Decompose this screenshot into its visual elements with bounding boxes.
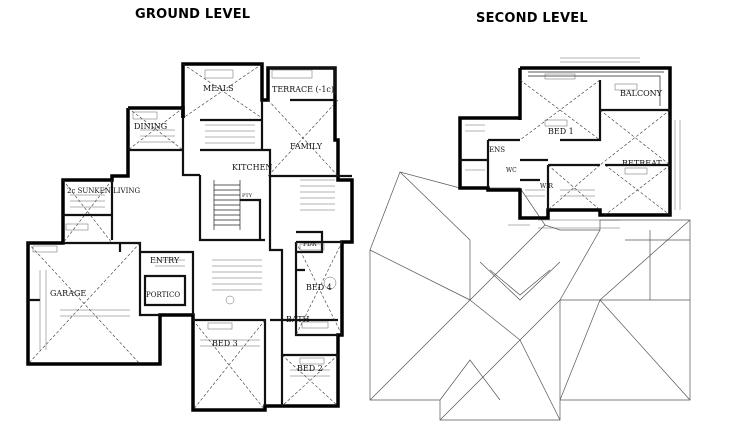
roof-outline: [369, 171, 691, 421]
room-label-wir: WIR: [540, 183, 554, 190]
room-label-entry: ENTRY: [150, 256, 180, 265]
room-label-wc: WC: [506, 167, 517, 174]
room-label-kitchen: KITCHEN: [232, 163, 272, 172]
ground-level-plan: MEALS TERRACE (-1c) DINING FAMILY KITCHE…: [26, 62, 354, 412]
room-label-portico: PORTICO: [146, 291, 180, 299]
room-label-bath: BATH: [286, 315, 310, 324]
room-label-retreat: RETREAT: [622, 159, 662, 168]
room-label-meals: MEALS: [203, 84, 234, 93]
room-label-sunken-living: 2c SUNKEN LIVING: [67, 187, 140, 195]
room-label-bed3: BED 3: [212, 339, 238, 348]
ground-level-title: GROUND LEVEL: [135, 7, 251, 22]
room-label-bed4: BED 4: [306, 283, 332, 292]
room-label-pty: PTY: [242, 193, 253, 199]
room-label-balcony: BALCONY: [620, 89, 663, 98]
room-label-dining: DINING: [134, 122, 167, 131]
second-level-plan: BALCONY BED 1 ENS RETREAT WIR WC: [369, 57, 691, 421]
second-level-title: SECOND LEVEL: [476, 11, 588, 26]
room-label-terrace: TERRACE (-1c): [272, 85, 334, 94]
room-label-family: FAMILY: [290, 142, 323, 151]
room-label-bed2: BED 2: [297, 364, 323, 373]
room-label-pdr: PDR: [303, 241, 317, 248]
room-label-garage: GARAGE: [50, 289, 86, 298]
room-label-bed1: BED 1: [548, 127, 574, 136]
room-label-ens: ENS: [489, 146, 505, 154]
